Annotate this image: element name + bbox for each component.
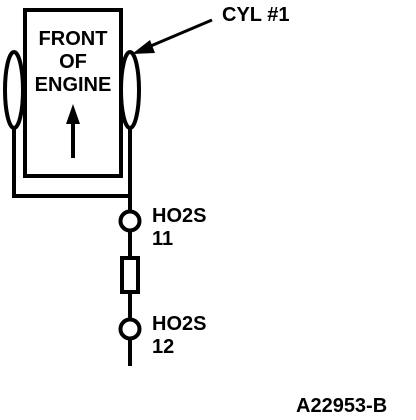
right-cylinder-bank [119, 50, 141, 130]
ho2s-11-label-number: 11 [152, 228, 174, 250]
left-cylinder-bank [3, 50, 25, 130]
catalytic-converter [120, 256, 140, 294]
cyl1-pointer-line [145, 18, 213, 50]
ho2s-11-label-name: HO2S [152, 205, 207, 227]
engine-label-line-1: FRONT [38, 28, 108, 50]
engine-label-line-3: ENGINE [34, 74, 112, 96]
cyl1-pointer-head [132, 40, 155, 54]
ho2s-12-sensor [118, 317, 142, 341]
ho2s-11-sensor [118, 209, 142, 233]
ho2s-12-label-name: HO2S [152, 313, 207, 335]
ho2s-12-label-number: 12 [152, 336, 175, 358]
front-arrow-head [66, 104, 80, 124]
figure-id-label: A22953-B [296, 395, 388, 417]
cylinder-1-label: CYL #1 [222, 4, 290, 26]
engine-label-line-2: OF [59, 51, 87, 73]
